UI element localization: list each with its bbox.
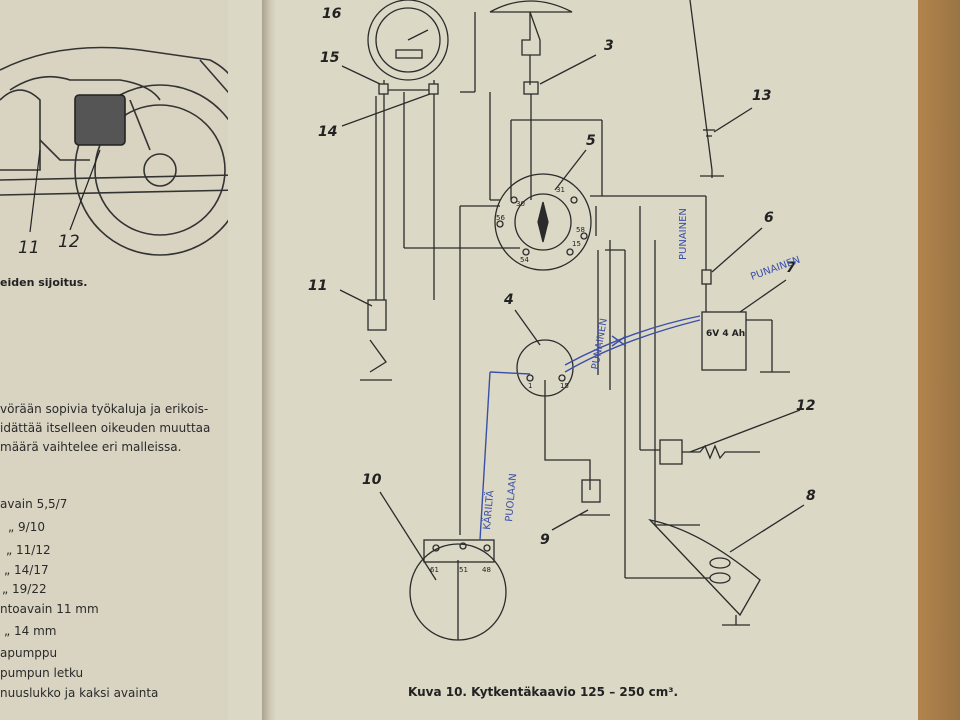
paragraph-line-1: vörään sopivia työkaluja ja erikois- (0, 402, 209, 416)
coil-terminal-1: 1 (528, 382, 532, 390)
switch-terminal-31: 31 (556, 186, 565, 194)
tool-line-4: „ 14/17 (4, 563, 49, 577)
label-14: 14 (318, 124, 337, 140)
label-16: 16 (322, 6, 342, 22)
label-12: 12 (796, 398, 815, 414)
tool-line-1: avain 5,5/7 (0, 497, 68, 511)
label-5: 5 (586, 133, 596, 149)
coil-terminal-15: 15 (560, 382, 569, 390)
handwriting-punainen-3: PUNAINEN (590, 317, 610, 370)
tool-line-10: nuuslukko ja kaksi avainta (0, 686, 159, 700)
label-3: 3 (604, 38, 614, 54)
tool-line-6: ntoavain 11 mm (0, 602, 99, 616)
ignition-switch (494, 173, 592, 271)
label-7: 7 (786, 260, 796, 276)
label-11: 11 (308, 278, 327, 294)
tool-line-3: „ 11/12 (6, 543, 51, 557)
battery (701, 311, 747, 371)
switch-terminal-54: 54 (520, 256, 529, 264)
tool-line-8: apumppu (0, 646, 58, 660)
ink-wire-1 (489, 371, 531, 375)
tool-line-5: „ 19/22 (2, 582, 47, 596)
stop-switch (367, 299, 387, 331)
headlight (489, 0, 573, 13)
switch-terminal-58: 58 (576, 226, 585, 234)
handwriting-punainen-1: PUNAINEN (678, 208, 689, 260)
generator-terminal-61: 61 (430, 566, 439, 574)
tool-line-2: „ 9/10 (8, 520, 45, 534)
left-page: 11 12 eiden sijoitus. vörään sopivia työ… (0, 0, 270, 720)
ink-wire-4 (564, 315, 701, 366)
handwriting-puolaan: PUOLAAN (504, 473, 519, 522)
generator-terminal-48: 48 (482, 566, 491, 574)
figure-caption-fragment: eiden sijoitus. (0, 276, 88, 289)
switch-terminal-30: 30 (516, 200, 525, 208)
label-8: 8 (806, 488, 816, 504)
label-4: 4 (503, 292, 514, 308)
callout-12: 12 (58, 232, 80, 252)
battery-label: 6V 4 Ah (706, 329, 745, 339)
switch-terminal-56: 56 (496, 214, 505, 222)
speedometer (367, 0, 449, 81)
scooter-illustration (0, 46, 251, 256)
tail-light (648, 518, 761, 617)
generator-terminal-51: 51 (459, 566, 468, 574)
label-9: 9 (540, 532, 550, 548)
callout-11: 11 (18, 238, 40, 258)
paragraph-line-2: idättää itselleen oikeuden muuttaa (0, 421, 211, 435)
label-13: 13 (752, 88, 771, 104)
figure-caption: Kuva 10. Kytkentäkaavio 125 – 250 cm³. (408, 685, 678, 699)
tool-line-7: „ 14 mm (4, 624, 57, 638)
ink-wire-3 (564, 319, 701, 373)
label-10: 10 (362, 472, 382, 488)
label-6: 6 (764, 210, 774, 226)
fuse (701, 269, 712, 285)
paragraph-line-3: määrä vaihtelee eri malleissa. (0, 440, 182, 454)
horn (659, 439, 683, 465)
handwriting-karilta: KÄRILTÄ (480, 490, 496, 531)
label-15: 15 (320, 50, 340, 66)
ink-wire-2 (479, 371, 491, 541)
book-binding (262, 0, 276, 720)
switch-terminal-15: 15 (572, 240, 581, 248)
tool-line-9: pumpun letku (0, 666, 84, 680)
